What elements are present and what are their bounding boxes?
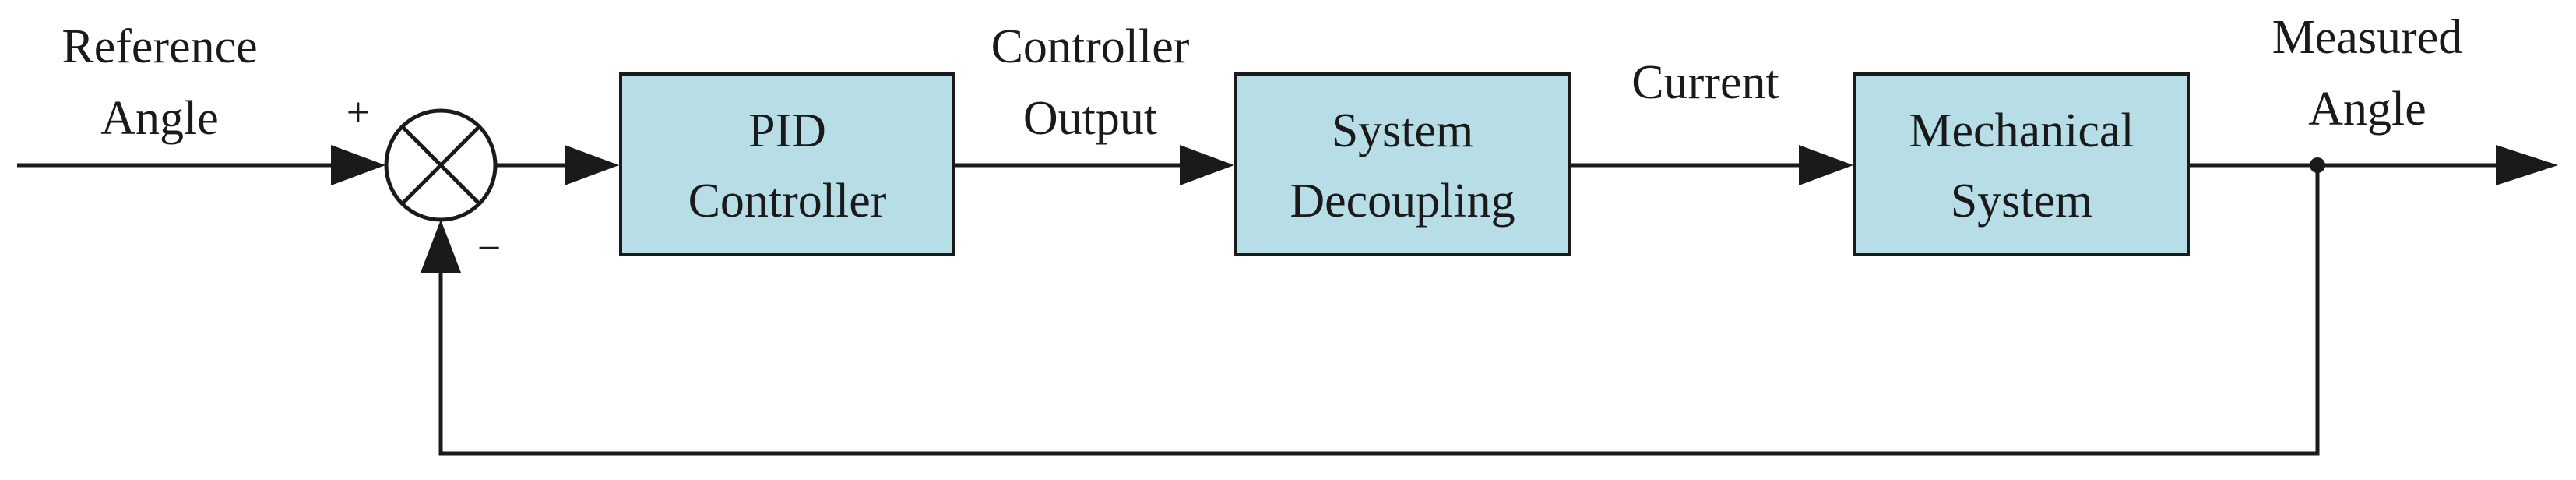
reference-input-arrow (331, 145, 385, 185)
system-decoupling-block: System Decoupling (1234, 72, 1571, 256)
current-arrow (1799, 145, 1853, 185)
controller-output-label-line2: Output (1023, 92, 1157, 145)
mechanical-system-block: Mechanical System (1853, 72, 2190, 256)
junction-to-pid-arrow (565, 145, 619, 185)
plus-sign: + (347, 89, 370, 136)
reference-angle-label-line2: Angle (100, 92, 219, 145)
mechanical-block-label-line1: Mechanical (1909, 104, 2134, 157)
pid-block-label-line2: Controller (688, 175, 887, 228)
summing-junction (384, 108, 498, 222)
pid-controller-block: PID Controller (619, 72, 955, 256)
reference-angle-label-line1: Reference (62, 20, 257, 73)
feedback-arrow (421, 220, 461, 273)
feedback-wire (438, 165, 2320, 456)
measured-angle-label-line2: Angle (2308, 83, 2426, 136)
pid-block-label-line1: PID (748, 104, 826, 157)
controller-output-label-line1: Controller (991, 20, 1190, 73)
current-label: Current (1631, 56, 1779, 109)
mechanical-block-label-line2: System (1951, 175, 2093, 228)
decoupling-block-label-line1: System (1332, 104, 1474, 157)
decoupling-block-label-line2: Decoupling (1290, 175, 1515, 228)
minus-sign: − (477, 224, 501, 271)
controller-output-arrow (1180, 145, 1234, 185)
measured-output-arrow (2496, 145, 2558, 185)
measured-angle-label-line1: Measured (2272, 11, 2462, 64)
